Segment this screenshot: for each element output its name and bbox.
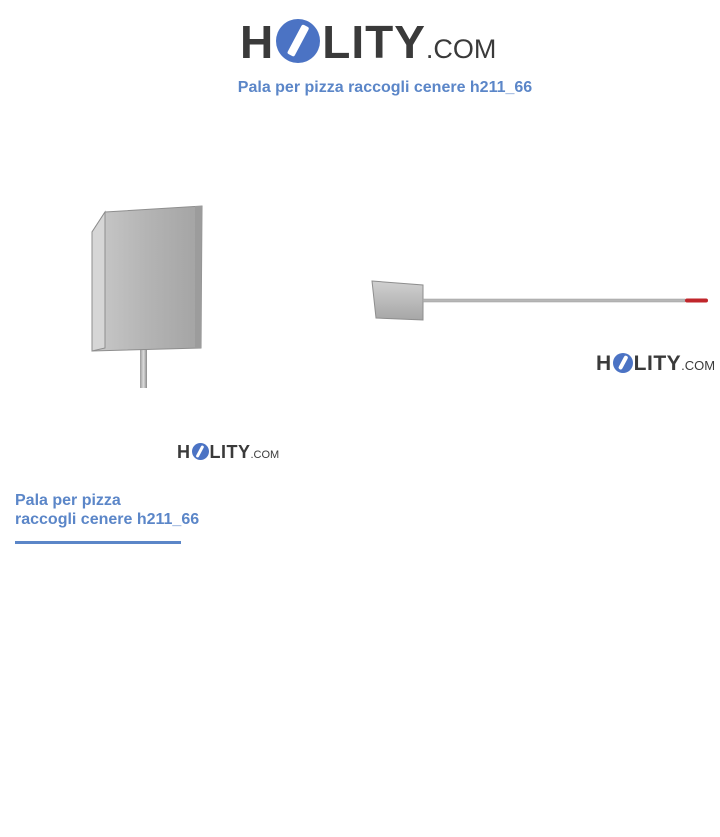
logo-domain: .COM bbox=[250, 449, 280, 461]
caption-underline bbox=[15, 541, 181, 544]
logo-letter-h: H bbox=[240, 16, 275, 68]
product-image-side bbox=[371, 280, 708, 321]
logo-letter-h: H bbox=[177, 442, 191, 462]
logo-letter-h: H bbox=[596, 352, 612, 375]
product-caption: Pala per pizza raccogli cenere h211_66 bbox=[15, 491, 215, 529]
logo-letters: LITY bbox=[209, 442, 251, 462]
logo-domain: .COM bbox=[425, 34, 497, 64]
holity-watermark-logo: H LITY .COM bbox=[177, 441, 279, 466]
holity-watermark-logo: H LITY .COM bbox=[596, 350, 715, 378]
logo-letters: LITY bbox=[633, 352, 682, 375]
logo-o-circle-icon bbox=[612, 353, 633, 373]
holity-logo[interactable]: H LITY .COM bbox=[240, 14, 496, 75]
logo-o-circle-icon bbox=[276, 19, 321, 63]
page-title: Pala per pizza raccogli cenere h211_66 bbox=[237, 79, 533, 96]
caption-line: Pala per pizza bbox=[15, 492, 121, 509]
logo-o-circle-icon bbox=[191, 443, 209, 460]
logo-domain: .COM bbox=[681, 358, 716, 373]
caption-line: raccogli cenere h211_66 bbox=[15, 511, 200, 528]
logo-letters: LITY bbox=[322, 16, 426, 68]
product-image-front bbox=[91, 205, 203, 388]
